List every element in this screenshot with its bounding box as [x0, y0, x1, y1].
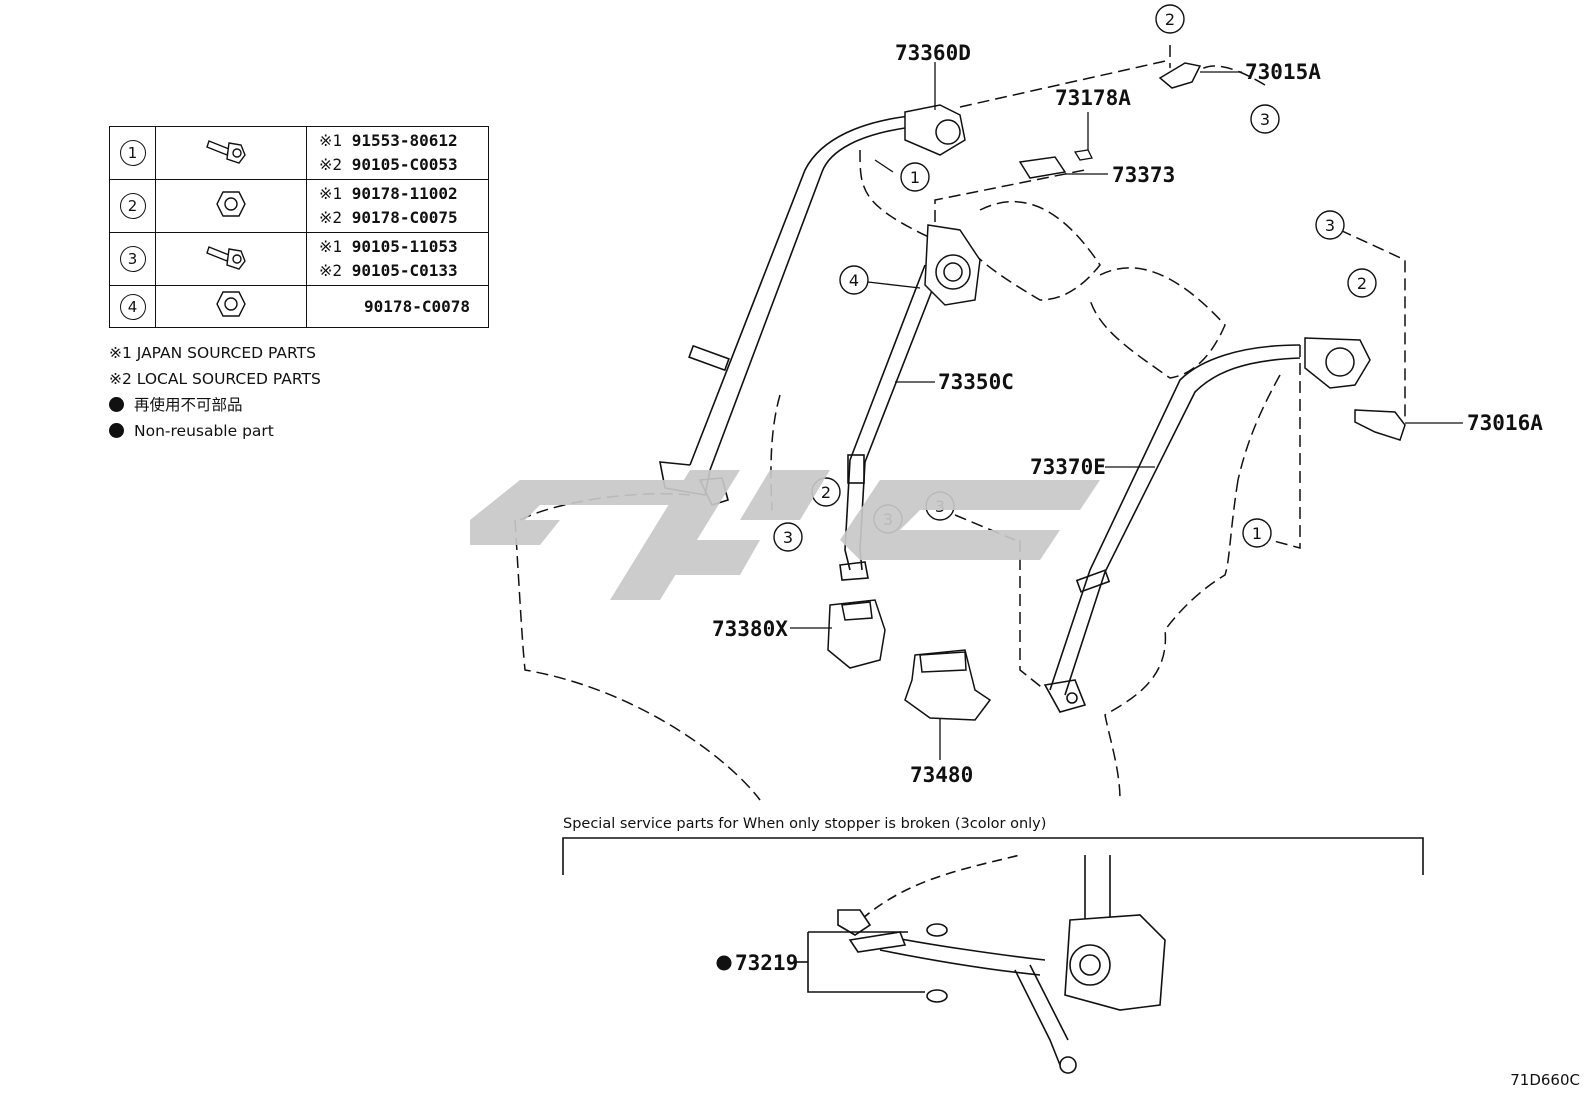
- callout-3-right: [1315, 210, 1345, 240]
- label-73015A: 73015A: [1245, 60, 1321, 84]
- svg-text:4: 4: [849, 271, 859, 290]
- ref-circle: 4: [119, 293, 146, 320]
- bracket-73016A: [1354, 409, 1406, 441]
- buckle-73480: [904, 649, 992, 721]
- callout-2-top: [1155, 4, 1185, 34]
- label-73016A: 73016A: [1467, 411, 1543, 435]
- note-local: ※2 LOCAL SOURCED PARTS: [109, 370, 321, 388]
- callout-3-left: [773, 522, 803, 552]
- leader-lines: [790, 62, 1463, 760]
- nonreusable-dot-icon: [716, 955, 732, 971]
- label-73178A: 73178A: [1055, 86, 1131, 110]
- part-labels: 73360D 73015A 73178A 73373 73350C 73370E…: [712, 41, 1543, 787]
- table-row: 1 ※1 91553-80612 ※2 90105-C0053: [109, 126, 489, 180]
- clip-73178A: [1073, 149, 1093, 161]
- bracket-73015A: [1158, 62, 1202, 89]
- label-73380X: 73380X: [712, 617, 788, 641]
- table-row: 4 90178-C0078: [109, 285, 489, 328]
- svg-text:2: 2: [1357, 274, 1367, 293]
- svg-text:2: 2: [821, 483, 831, 502]
- svg-text:73219: 73219: [735, 951, 798, 975]
- bolt-icon: [155, 232, 307, 286]
- belt-73370E-webbing: [1043, 344, 1301, 713]
- svg-text:3: 3: [1260, 110, 1270, 129]
- belt-73360D-webbing: [659, 114, 921, 506]
- label-73373: 73373: [1112, 163, 1175, 187]
- table-row: 2 ※1 90178-11002 ※2 90178-C0075: [109, 179, 489, 233]
- label-73360D: 73360D: [895, 41, 971, 65]
- callout-1-right: [1242, 518, 1272, 548]
- svg-text:2: 2: [1165, 10, 1175, 29]
- service-parts-title: Special service parts for When only stop…: [563, 816, 1047, 832]
- nut-icon: [155, 179, 307, 233]
- label-73480: 73480: [910, 763, 973, 787]
- note-nonreusable-en: Non-reusable part: [109, 418, 321, 444]
- nonreusable-dot-icon: [109, 397, 124, 412]
- svg-text:1: 1: [910, 168, 920, 187]
- fastener-table: 1 ※1 91553-80612 ※2 90105-C0053 2 ※1 901…: [109, 126, 489, 328]
- svg-text:3: 3: [1325, 216, 1335, 235]
- bolt-icon: [155, 126, 307, 180]
- buckle-73380X: [827, 599, 886, 669]
- nonreusable-dot-icon: [109, 423, 124, 438]
- ref-circle: 3: [119, 246, 146, 272]
- callout-4: [839, 265, 869, 295]
- note-nonreusable-jp: 再使用不可部品: [109, 392, 321, 418]
- table-row: 3 ※1 90105-11053 ※2 90105-C0133: [109, 232, 489, 286]
- cover-73373: [1018, 156, 1067, 179]
- retractor-73370E: [1304, 337, 1371, 389]
- ref-circle: 2: [119, 193, 146, 219]
- diagram-code: 71D660C: [1510, 1071, 1580, 1089]
- callout-3-top: [1250, 104, 1280, 134]
- svg-text:3: 3: [783, 528, 793, 547]
- callout-2-right: [1347, 268, 1377, 298]
- retractor-73350C: [924, 224, 981, 306]
- ref-circle: 1: [119, 140, 146, 166]
- callout-1-upper: [900, 162, 930, 192]
- retractor-73360D: [904, 104, 966, 156]
- label-73370E: 73370E: [1030, 455, 1106, 479]
- nut-icon: [155, 285, 307, 328]
- note-japan: ※1 JAPAN SOURCED PARTS: [109, 344, 316, 362]
- legend-notes: ※1 JAPAN SOURCED PARTS ※2 LOCAL SOURCED …: [109, 340, 321, 444]
- watermark-logo: [470, 470, 1100, 600]
- label-73219: 73219: [716, 951, 798, 975]
- label-73350C: 73350C: [938, 370, 1014, 394]
- svg-text:1: 1: [1252, 524, 1262, 543]
- service-section: [562, 837, 1424, 1074]
